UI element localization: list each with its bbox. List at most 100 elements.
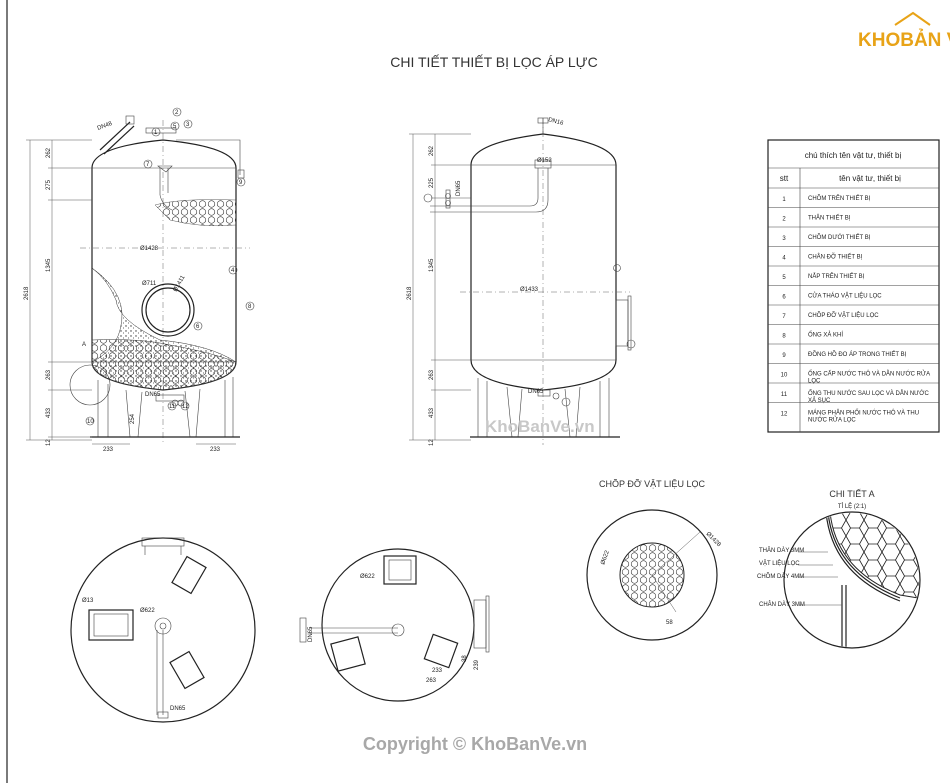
top-view-right: Ø622 DN65 233 263 38 239: [299, 548, 490, 702]
dim-left-5: 12: [46, 439, 52, 446]
svg-text:4: 4: [231, 268, 235, 274]
nozzle-bottom-right: DN65: [528, 389, 544, 395]
legend-col-name: tên vật tư, thiết bị: [839, 174, 901, 183]
legend-row-name: CHÕP ĐỠ VẬT LIỆU LỌC: [808, 311, 879, 319]
dim-right-4: 433: [429, 407, 435, 418]
legend-row-stt: 5: [782, 275, 786, 281]
top-view-left: Ø13 Ø622 DN65: [70, 537, 256, 723]
nozzle-bottom-left: DN65: [145, 392, 161, 398]
watermark-bottom: Copyright © KhoBanVe.vn: [363, 734, 587, 754]
support-d-inner: Ø622: [600, 549, 611, 565]
legend-row-stt: 10: [781, 373, 788, 379]
legend-row-stt: 6: [782, 295, 786, 301]
logo-text: KHOBẢN VẼ: [858, 29, 950, 51]
legend-table: chú thích tên vật tư, thiết bị stt tên v…: [767, 139, 940, 433]
page-title: CHI TIẾT THIẾT BỊ LỌC ÁP LỰC: [390, 54, 598, 70]
dims-right-column: 262 225 1345 263 433 12 2618: [407, 133, 471, 446]
svg-text:9: 9: [239, 180, 243, 186]
dim-leg-left: 233: [103, 447, 114, 453]
support-plate-title: CHÕP ĐỠ VẬT LIỆU LỌC: [599, 479, 705, 489]
topright-dim-2: 38: [462, 655, 468, 662]
dim-right-2: 1345: [429, 258, 435, 272]
dim-left-3: 263: [46, 369, 52, 380]
legend-row-stt: 2: [782, 217, 786, 223]
legend-caption: chú thích tên vật tư, thiết bị: [805, 151, 902, 160]
legend-row-stt: 7: [782, 314, 786, 320]
nozzle-top-left: DN48: [97, 121, 114, 132]
legend-row-stt: 9: [782, 353, 786, 359]
svg-text:5: 5: [173, 124, 177, 130]
detail-a-label-3: CHÂN DÀY 3MM: [759, 601, 805, 608]
dim-diameter-left: Ø1428: [140, 246, 159, 252]
legend-row-stt: 11: [781, 392, 788, 398]
detail-a-title: CHI TIẾT A: [829, 489, 874, 499]
svg-text:2: 2: [175, 110, 179, 116]
svg-text:3: 3: [186, 122, 190, 128]
topright-dim-3: 239: [474, 659, 480, 670]
front-view-left: Ø1428 Ø711 Ø1411 DN48 DN65 A 262 275 134…: [24, 107, 255, 453]
legend-row-name: CHÂN ĐỠ THIẾT BỊ: [808, 254, 863, 261]
svg-text:1: 1: [154, 130, 158, 136]
dim-overall-left: 2618: [24, 286, 30, 300]
dim-left-0: 262: [46, 147, 52, 158]
nozzle-side-right: DN65: [456, 180, 462, 196]
support-plate-view: CHÕP ĐỠ VẬT LIỆU LỌC Ø622 Ø1428 58: [586, 479, 722, 641]
topleft-d2: Ø622: [140, 608, 155, 614]
nozzle-pipe-right: Ø152: [537, 158, 552, 164]
svg-text:10: 10: [87, 419, 94, 425]
dim-leg-mid: 254: [130, 413, 136, 424]
legend-row-name: CHÕM DƯỚI THIẾT BỊ: [808, 234, 871, 241]
dims-left-column: 262 275 1345 263 433 12 2618: [24, 139, 92, 446]
legend-row-stt: 8: [782, 334, 786, 340]
legend-row-name: NẮP TRÊN THIẾT BỊ: [808, 272, 865, 280]
dim-left-1: 275: [46, 179, 52, 190]
dim-right-3: 263: [429, 369, 435, 380]
detail-a-marker: A: [82, 342, 86, 348]
legend-row-name: THÂN THIẾT BỊ: [808, 215, 851, 222]
topright-dim-1: 263: [426, 678, 437, 684]
dim-overall-right: 2618: [407, 286, 413, 300]
topleft-nozzle: DN65: [170, 706, 186, 712]
balloons-left: 1 2 3 4 5 6 7 8 9 10 11 12: [85, 107, 255, 426]
svg-text:12: 12: [182, 404, 189, 410]
legend-row-name: CỬA THÁO VẬT LIỆU LỌC: [808, 292, 882, 300]
dim-leg-right: 233: [210, 447, 221, 453]
detail-a-scale: TỈ LỆ (2:1): [838, 502, 866, 510]
legend-row-stt: 1: [782, 197, 786, 203]
legend-row-stt: 4: [782, 256, 786, 262]
support-gap: 58: [666, 620, 673, 626]
dim-left-4: 433: [46, 407, 52, 418]
topright-nozzle: DN65: [308, 626, 314, 642]
detail-a-label-1: VẬT LIỆU LỌC: [759, 559, 800, 567]
dim-right-1: 225: [429, 177, 435, 188]
dim-right-0: 262: [429, 145, 435, 156]
detail-a-label-2: CHÕM DÀY 4MM: [757, 573, 804, 580]
brand-logo: KHOBẢN VẼ: [858, 11, 950, 51]
legend-row-stt: 12: [781, 412, 788, 418]
detail-a-view: CHI TIẾT A TỈ LỆ (2:1) THÂN DÀY 3MM VẬT …: [757, 489, 921, 649]
nozzle-top-right: DN16: [547, 117, 564, 127]
svg-text:11: 11: [169, 404, 176, 410]
dim-right-5: 12: [429, 439, 435, 446]
legend-row-stt: 3: [782, 236, 786, 242]
legend-row-name: ỐNG XẢ KHÍ: [808, 332, 843, 339]
svg-text:8: 8: [248, 304, 252, 310]
topleft-d1: Ø13: [82, 598, 94, 604]
legend-row-name: CHÕM TRÊN THIẾT BỊ: [808, 194, 871, 202]
svg-text:6: 6: [196, 324, 200, 330]
watermark-center: KhoBanVe.vn: [485, 417, 595, 436]
topright-d1: Ø622: [360, 574, 375, 580]
topright-dim-0: 233: [432, 668, 443, 674]
legend-col-stt: stt: [780, 174, 789, 183]
svg-text:7: 7: [146, 162, 150, 168]
front-view-right: Ø1433 DN16 Ø152 DN65 DN65 262 225 1345 2…: [407, 117, 636, 446]
dim-left-2: 1345: [46, 258, 52, 272]
dim-manhole-left: Ø711: [142, 281, 157, 287]
dim-diameter-right: Ø1433: [520, 287, 539, 293]
legend-row-name: ĐỒNG HỒ ĐO ÁP TRONG THIẾT BỊ: [808, 351, 907, 358]
detail-a-label-0: THÂN DÀY 3MM: [759, 547, 804, 554]
